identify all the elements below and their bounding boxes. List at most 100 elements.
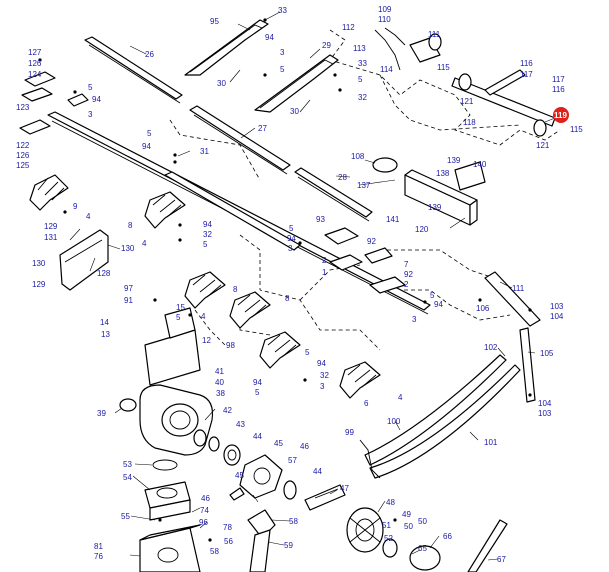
callout-27: 27 bbox=[258, 124, 267, 133]
callout-28: 28 bbox=[338, 173, 347, 182]
callout-115: 115 bbox=[437, 63, 450, 72]
callout-5-f: 5 bbox=[176, 313, 181, 322]
callout-33: 33 bbox=[358, 59, 367, 68]
shaft-66-67 bbox=[467, 519, 508, 572]
callout-6: 6 bbox=[364, 399, 369, 408]
callout-8-c: 8 bbox=[285, 294, 290, 303]
callout-124: 124 bbox=[28, 70, 42, 79]
highlighted-callout-119[interactable]: 119 bbox=[553, 107, 569, 123]
guard-8-b bbox=[184, 271, 226, 309]
callout-94-g: 94 bbox=[317, 359, 326, 368]
callout-94-a: 94 bbox=[92, 95, 101, 104]
callout-5-a: 5 bbox=[88, 83, 93, 92]
callout-129: 129 bbox=[44, 222, 58, 231]
callout-141: 141 bbox=[386, 215, 400, 224]
callout-4-c: 4 bbox=[201, 312, 206, 321]
bracket-93-92 bbox=[324, 227, 406, 294]
callout-57: 57 bbox=[288, 456, 297, 465]
callout-32: 32 bbox=[203, 230, 212, 239]
callout-38: 38 bbox=[216, 389, 225, 398]
lever-112-114 bbox=[374, 27, 406, 71]
callout-113: 113 bbox=[353, 44, 366, 53]
seal-42-43 bbox=[193, 429, 220, 452]
callout-5: 5 bbox=[358, 75, 363, 84]
callout-48: 48 bbox=[386, 498, 395, 507]
callout-47: 47 bbox=[340, 484, 349, 493]
callout-123: 123 bbox=[16, 103, 30, 112]
bracket-12 bbox=[144, 307, 201, 386]
guard-8-a bbox=[144, 191, 186, 229]
callout-50: 50 bbox=[404, 522, 413, 531]
guard-8-d bbox=[259, 331, 301, 369]
callout-56: 56 bbox=[224, 537, 233, 546]
callout-40: 40 bbox=[215, 378, 224, 387]
callout-32-g: 32 bbox=[320, 371, 329, 380]
callout-103b: 103 bbox=[538, 409, 552, 418]
callout-130b: 130 bbox=[32, 259, 46, 268]
bearing-39 bbox=[119, 398, 137, 412]
callout-116b: 116 bbox=[552, 85, 565, 94]
callout-111b: 111 bbox=[512, 284, 525, 293]
callout-94-d: 94 bbox=[287, 234, 296, 243]
callout-104: 104 bbox=[550, 312, 564, 321]
callout-137: 137 bbox=[357, 181, 371, 190]
callout-96: 96 bbox=[199, 518, 208, 527]
callout-2: 2 bbox=[404, 280, 409, 289]
callout-122: 122 bbox=[16, 141, 30, 150]
callout-9: 9 bbox=[73, 202, 78, 211]
callout-138: 138 bbox=[436, 169, 450, 178]
callout-110: 110 bbox=[378, 15, 391, 24]
gearbox-54 bbox=[144, 481, 191, 521]
callout-116: 116 bbox=[520, 59, 533, 68]
dashed-assembly-lines bbox=[169, 29, 561, 351]
callout-58: 58 bbox=[210, 547, 219, 556]
callout-51: 51 bbox=[382, 521, 391, 530]
callout-39: 39 bbox=[97, 409, 106, 418]
plate-122 bbox=[19, 119, 51, 135]
callout-67: 67 bbox=[497, 555, 506, 564]
gearbox-lower-74 bbox=[139, 524, 201, 572]
callout-8: 8 bbox=[128, 221, 133, 230]
callout-78: 78 bbox=[223, 523, 232, 532]
guard-9 bbox=[29, 174, 69, 211]
callout-5-g: 5 bbox=[305, 348, 310, 357]
callout-92b: 92 bbox=[404, 270, 413, 279]
callout-46b: 46 bbox=[201, 494, 210, 503]
callout-74: 74 bbox=[200, 506, 209, 515]
fasteners bbox=[38, 18, 532, 542]
callout-30: 30 bbox=[290, 107, 299, 116]
callout-125: 125 bbox=[16, 161, 30, 170]
callout-44b: 44 bbox=[313, 467, 322, 476]
bolt-46 bbox=[229, 487, 245, 501]
callout-117b: 117 bbox=[552, 75, 565, 84]
knife-bar-26 bbox=[84, 36, 183, 104]
callout-3: 3 bbox=[280, 48, 285, 57]
yoke-58-59 bbox=[247, 509, 276, 572]
callout-53: 53 bbox=[123, 460, 132, 469]
sprocket-52 bbox=[382, 538, 398, 558]
callout-139: 139 bbox=[447, 156, 461, 165]
callout-29: 29 bbox=[322, 41, 331, 50]
callout-2b: 2 bbox=[322, 256, 327, 265]
callout-119[interactable]: 119 bbox=[554, 111, 567, 120]
callout-50b: 50 bbox=[418, 517, 427, 526]
callout-117: 117 bbox=[520, 70, 533, 79]
callout-66: 66 bbox=[443, 532, 452, 541]
guard-6 bbox=[339, 361, 381, 399]
knife-bar-28 bbox=[294, 167, 373, 222]
callout-14: 14 bbox=[100, 318, 109, 327]
callout-1: 1 bbox=[322, 268, 327, 277]
callout-58b: 58 bbox=[289, 517, 298, 526]
shaft-115-116 bbox=[451, 69, 556, 127]
callout-33: 33 bbox=[278, 6, 287, 15]
callout-120: 120 bbox=[415, 225, 429, 234]
callout-44: 44 bbox=[253, 432, 262, 441]
callout-98: 98 bbox=[226, 341, 235, 350]
gear-57 bbox=[239, 454, 283, 499]
callout-45b: 45 bbox=[235, 471, 244, 480]
callout-111: 111 bbox=[428, 30, 441, 39]
callout-95: 95 bbox=[210, 17, 219, 26]
callout-131: 131 bbox=[44, 233, 58, 242]
callout-105: 105 bbox=[540, 349, 554, 358]
